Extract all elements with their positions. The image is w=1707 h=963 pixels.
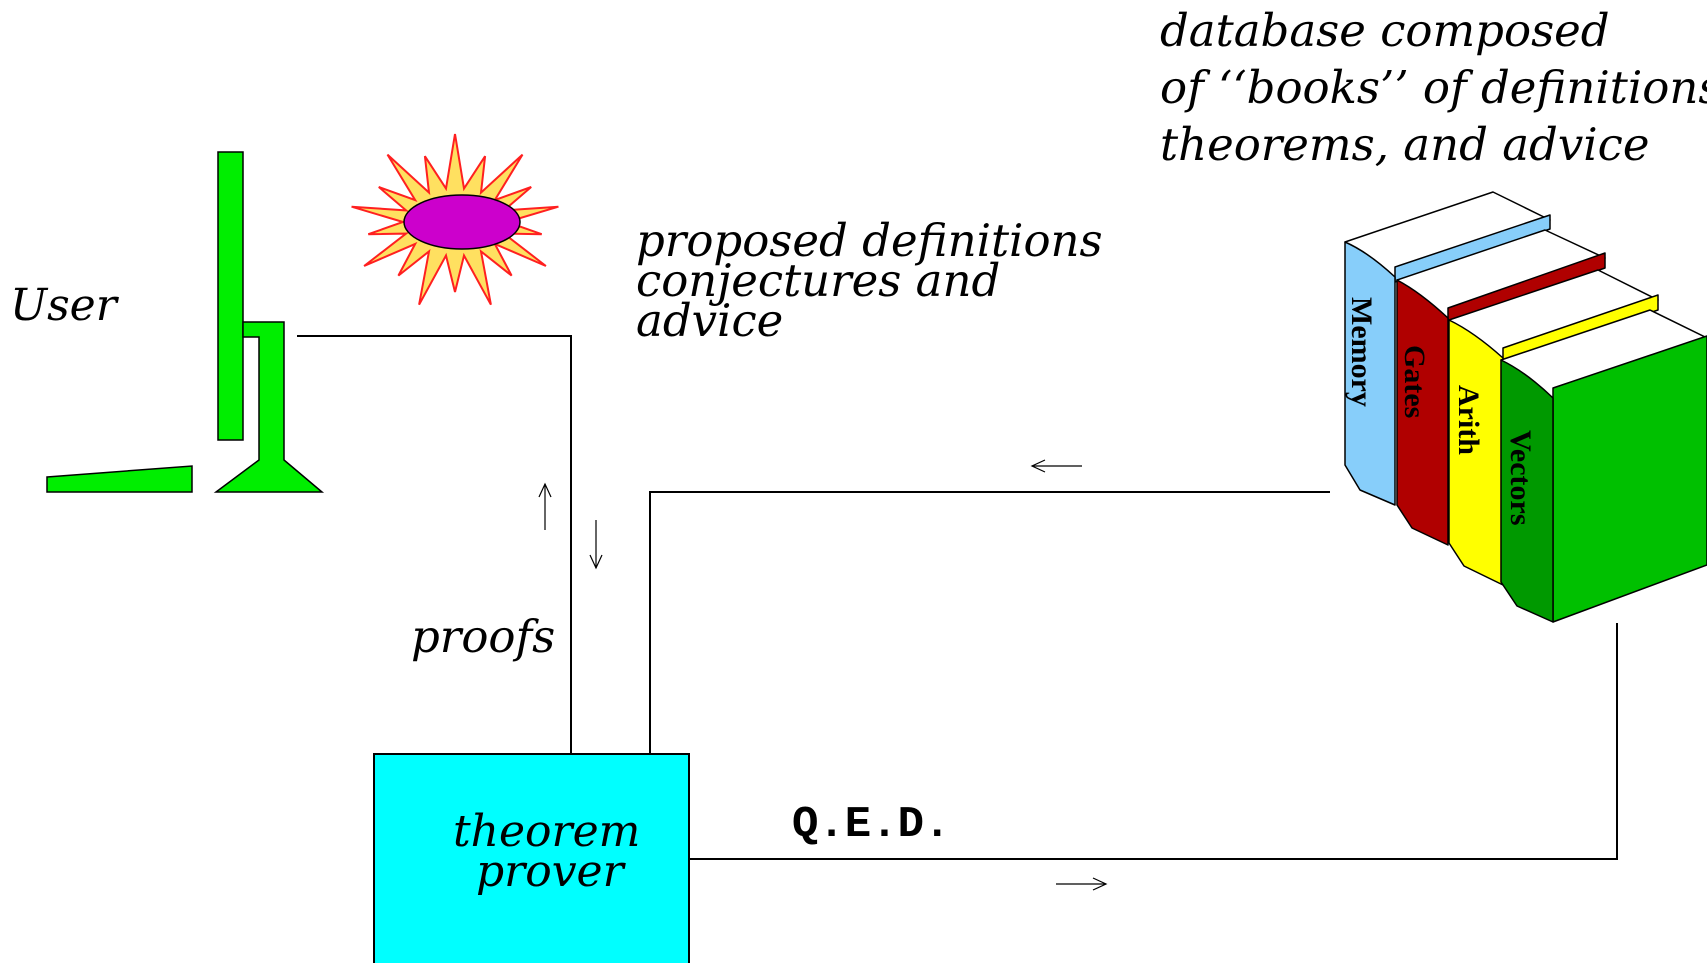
- proposed-label-line-2: conjectures and: [636, 254, 1000, 307]
- book-label-gates: Gates: [1398, 345, 1431, 418]
- connector-lines: [297, 335, 1618, 860]
- user-to-prover-line: [297, 335, 572, 755]
- theorem-prover-box: [373, 753, 690, 963]
- down-arrow-icon: [589, 520, 603, 570]
- book-label-arith: Arith: [1452, 385, 1485, 455]
- idea-burst-icon: [351, 133, 559, 306]
- proofs-label: proofs: [411, 610, 555, 663]
- proposed-label-line-1: proposed definitions: [636, 214, 1103, 267]
- user-figure-icon: [46, 151, 325, 493]
- books-icon: [1344, 191, 1707, 623]
- right-arrow-icon: [1056, 877, 1108, 891]
- up-arrow-icon: [538, 482, 552, 530]
- prover-label-line-2: prover: [476, 846, 627, 897]
- database-label-line-3: theorems, and advice: [1160, 118, 1650, 171]
- proposed-label-line-3: advice: [636, 294, 783, 347]
- user-label: User: [10, 280, 120, 331]
- left-arrow-icon: [1030, 459, 1082, 473]
- prover-label-line-1: theorem: [453, 806, 640, 857]
- database-label-line-1: database composed: [1160, 4, 1610, 57]
- book-label-memory: Memory: [1345, 297, 1378, 407]
- database-label-line-2: of ‘‘books’’ of definitions,: [1160, 61, 1707, 114]
- books-to-prover-line: [649, 491, 1330, 755]
- prover-to-books-line: [689, 623, 1618, 860]
- qed-label: Q.E.D.: [792, 800, 950, 850]
- book-label-vectors: Vectors: [1504, 430, 1537, 526]
- direction-arrows: [538, 459, 1108, 891]
